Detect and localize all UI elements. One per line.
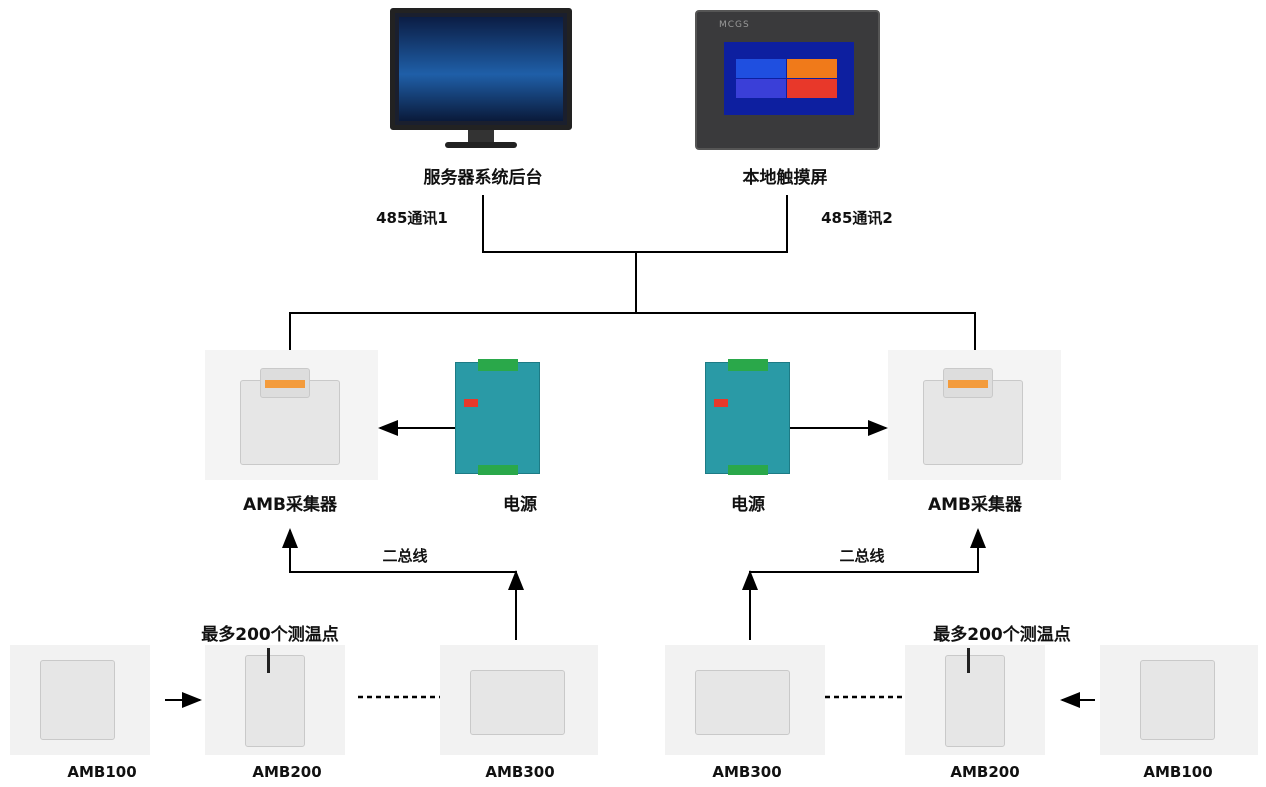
max-points-left-label: 最多200个测温点 [201,625,339,645]
amb200-right-label: AMB200 [950,763,1020,781]
amb200-right-image [905,645,1045,755]
touchscreen-label: 本地触摸屏 [742,168,828,188]
amb100-left-image [10,645,150,755]
line-485-1 [482,195,788,253]
amb100-left-label: AMB100 [67,763,137,781]
amb300-right-label: AMB300 [712,763,782,781]
amb300-left-image [440,645,598,755]
server-label: 服务器系统后台 [423,168,543,188]
power-supply-right-image [705,359,790,475]
monitor-icon [390,8,572,148]
max-points-right-label: 最多200个测温点 [933,625,1071,645]
power-supply-left-image [455,359,540,475]
collector-left-label: AMB采集器 [242,495,338,515]
collector-right-label: AMB采集器 [927,495,1023,515]
amb300-right-image [665,645,825,755]
touchscreen-brand: MCGS [719,20,750,30]
amb-collector-right-image [888,350,1061,480]
power-left-label: 电源 [503,495,537,515]
amb200-left-label: AMB200 [252,763,322,781]
touchscreen-icon: MCGS [695,10,880,150]
amb200-left-image [205,645,345,755]
amb300-left-label: AMB300 [485,763,555,781]
amb100-right-image [1100,645,1258,755]
line-collectors [289,312,976,350]
amb100-right-label: AMB100 [1143,763,1213,781]
power-right-label: 电源 [731,495,765,515]
comm1-label: 485通讯1 [376,209,448,227]
amb-collector-left-image [205,350,378,480]
comm2-label: 485通讯2 [821,209,893,227]
bus-left-label: 二总线 [382,547,428,565]
bus-right-label: 二总线 [839,547,885,565]
